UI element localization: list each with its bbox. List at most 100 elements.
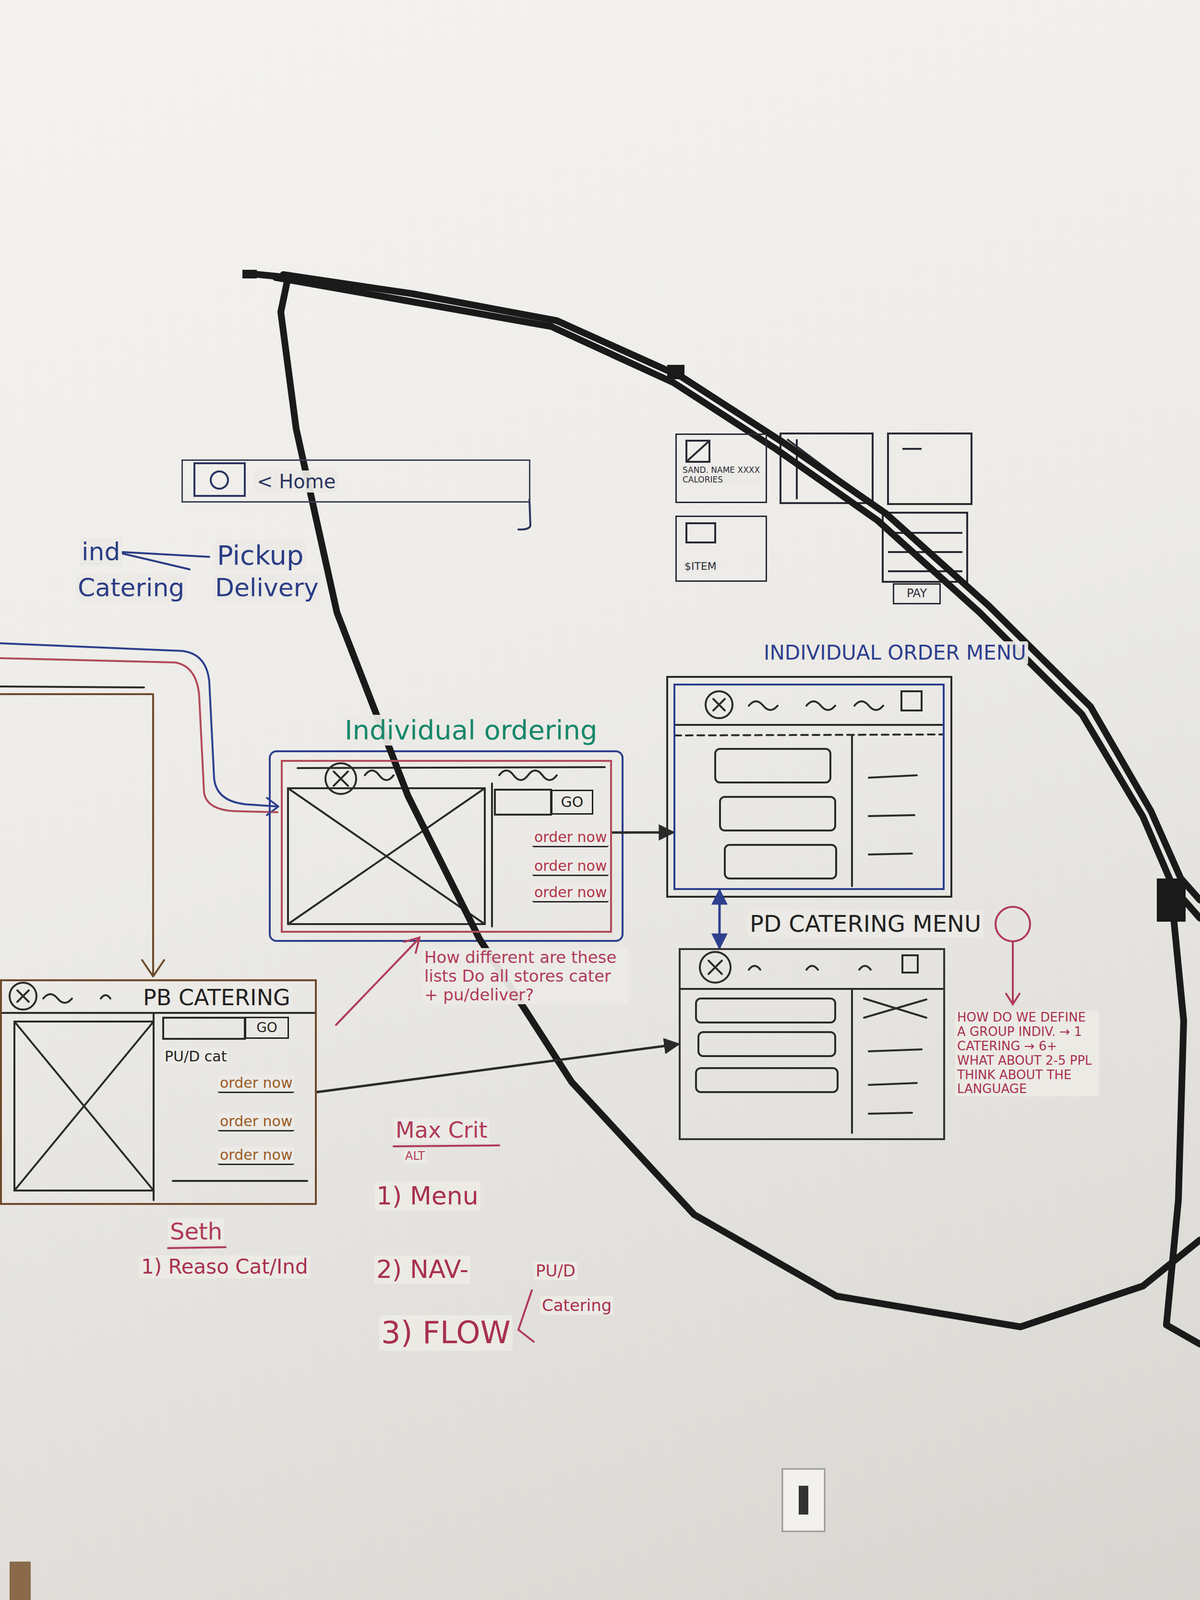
menu-wireframe: INDIVIDUAL ORDER MENU (673, 683, 945, 890)
screen-wireframe: PB CATERINGPU/D catorder noworder noword… (0, 979, 317, 1205)
individual-menu-sketch (713, 698, 725, 711)
home-sketch (194, 463, 245, 496)
pd-catering-sketch (851, 989, 853, 1133)
cable (242, 269, 257, 279)
callout-marks (168, 1145, 500, 1248)
node-text: GO (254, 1020, 280, 1036)
flow-paths (0, 686, 144, 688)
pb-catering-sketch (152, 1013, 155, 1200)
pd-catering-sketch (708, 960, 722, 974)
note-text: HOW DO WE DEFINE A GROUP INDIV. → 1 CATE… (955, 1010, 1100, 1097)
individual-menu-sketch (748, 701, 884, 710)
cable (242, 269, 1200, 1344)
top-wireframes (902, 447, 922, 450)
individual-ordering-sketch (269, 751, 623, 941)
individual-menu-sketch (674, 723, 944, 726)
individual-menu-sketch (715, 748, 831, 783)
go-button: GO (551, 789, 594, 815)
node-text: order now (217, 1113, 295, 1132)
note-text: Catering (540, 1296, 614, 1315)
individual-menu-sketch (674, 734, 944, 736)
pd-catering-sketch (902, 955, 918, 973)
individual-menu-sketch (667, 676, 952, 897)
node-text: $ITEM (682, 560, 719, 573)
node-text: order now (217, 1146, 295, 1165)
cable (667, 364, 685, 380)
individual-menu-sketch (851, 735, 853, 887)
note-text: Seth (168, 1218, 225, 1245)
home-sketch (518, 499, 531, 530)
wall-outlet (798, 1485, 809, 1515)
node-text: GO (559, 793, 586, 811)
home-sketch (210, 471, 228, 489)
pb-catering-sketch (163, 1017, 245, 1039)
individual-ordering-sketch (364, 770, 557, 780)
node-text: < Home (254, 470, 338, 493)
node-text: SAND. NAME XXXX CALORIES (680, 465, 766, 485)
node-text: Individual ordering (342, 714, 600, 746)
pb-catering-sketch (9, 982, 37, 1010)
pb-catering-sketch (17, 990, 29, 1002)
flow-paths (0, 658, 278, 813)
pd-catering-sketch (696, 998, 836, 1023)
flow-arrow (612, 831, 674, 834)
callout-marks (1006, 993, 1020, 1005)
node-text: PD CATERING MENU (747, 910, 984, 937)
flow-paths (0, 643, 278, 807)
cable (1166, 892, 1200, 1344)
pay-button: PAY (892, 583, 941, 605)
home-sketch (194, 463, 531, 530)
pd-catering-sketch (680, 951, 944, 1133)
cable (283, 274, 1200, 900)
menu-wireframe: PD CATERING MENU (678, 948, 946, 1140)
home-bar: < Home (181, 459, 531, 503)
individual-menu-sketch (901, 691, 922, 711)
individual-menu-sketch (667, 676, 952, 897)
top-wireframes (686, 433, 972, 582)
individual-ordering-sketch (269, 751, 623, 941)
note-text: Max Crit (393, 1117, 490, 1143)
individual-ordering-sketch (297, 767, 605, 768)
wireframe-card: SAND. NAME XXXX CALORIES (675, 433, 768, 504)
note-text: 3) FLOW (379, 1315, 513, 1351)
cable (249, 273, 1200, 1327)
node-text: order now (532, 884, 609, 903)
individual-menu-sketch (868, 775, 917, 855)
flow-paths (142, 960, 165, 977)
node-text: order now (217, 1074, 295, 1093)
note-text: Pickup (215, 540, 306, 571)
screen-wireframe: Individual orderingorder noworder noword… (280, 759, 612, 933)
individual-menu-sketch (724, 844, 837, 879)
note-text: ALT (403, 1149, 427, 1164)
pd-catering-sketch (696, 1068, 838, 1092)
pb-catering-sketch (43, 994, 111, 1003)
individual-menu-sketch (705, 691, 733, 719)
pb-catering-sketch (1, 1011, 315, 1014)
wireframe-card: $ITEM (675, 515, 768, 582)
pb-catering-sketch (14, 1021, 154, 1191)
pd-catering-sketch (680, 987, 944, 990)
cable (1156, 878, 1186, 922)
option-lines (122, 552, 210, 570)
note-text: How different are these lists Do all sto… (422, 948, 629, 1005)
wall-outlet (9, 1468, 825, 1600)
node-text: order now (532, 828, 609, 848)
individual-ordering-sketch (494, 789, 552, 815)
individual-ordering-sketch (333, 771, 348, 786)
node-text: PAY (904, 587, 929, 601)
callout-marks (1011, 941, 1014, 1004)
pb-catering-sketch (1, 982, 315, 1200)
individual-ordering-sketch (491, 783, 493, 927)
pb-catering-sketch (14, 1021, 154, 1191)
wall-outlet (9, 1561, 31, 1600)
top-wireframes (686, 440, 710, 462)
node-text: PU/D cat (162, 1048, 229, 1066)
top-wireframes (687, 441, 709, 461)
flow-paths (0, 643, 279, 977)
callout-marks (336, 938, 419, 1025)
wall-outlet (782, 1468, 825, 1532)
individual-menu-sketch (720, 796, 836, 831)
pd-catering-sketch (699, 951, 731, 983)
